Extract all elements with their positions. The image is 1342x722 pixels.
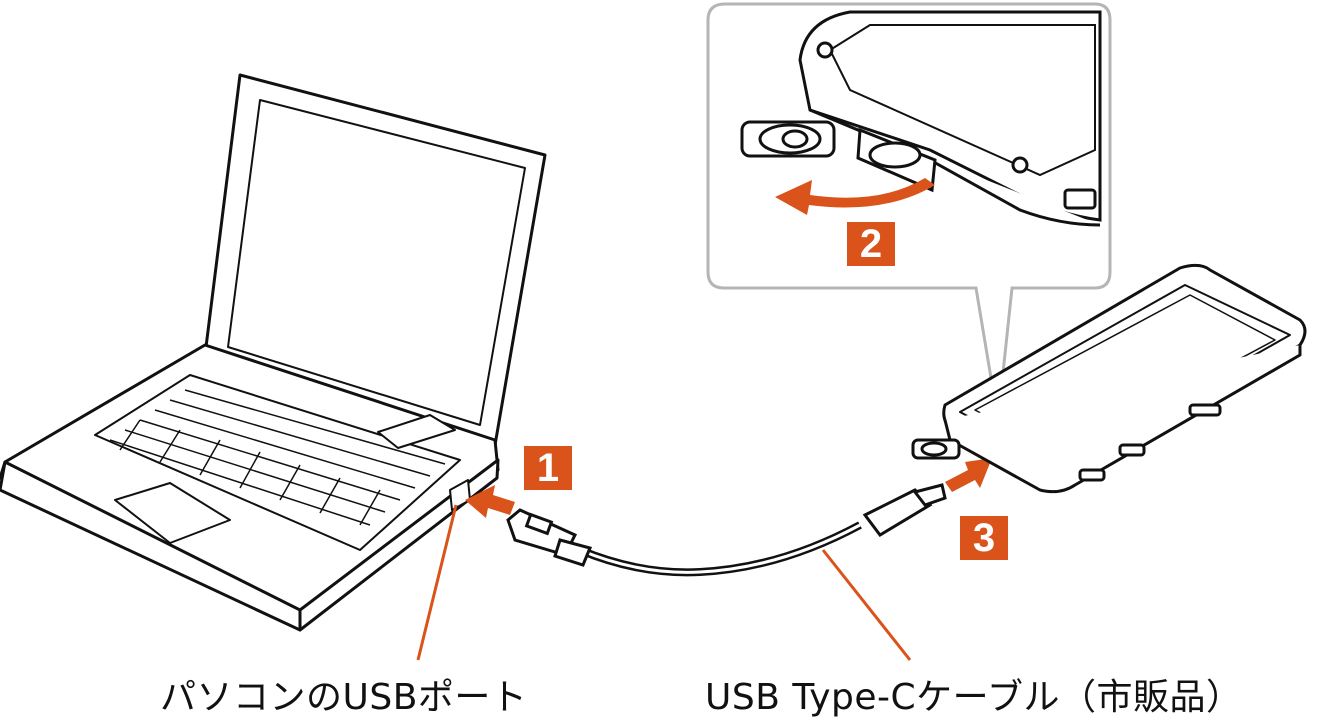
keyboard-keys	[109, 389, 446, 526]
laptop	[0, 73, 547, 632]
phone-closeup	[740, 10, 1102, 227]
pc-usb-port-label: パソコンのUSBポート	[160, 677, 528, 718]
insert-arrow-phone	[945, 458, 992, 492]
usb-cable	[506, 483, 947, 577]
cable-pointer-line	[821, 549, 912, 661]
step-3-badge: 3	[960, 516, 1008, 560]
usb-type-c-cable-label: USB Type-Cケーブル（市販品）	[705, 677, 1243, 718]
step-2-badge: 2	[847, 222, 895, 266]
insert-arrow-pc	[465, 485, 515, 518]
open-cover-arrow	[775, 178, 935, 215]
step-1-badge: 1	[524, 446, 572, 490]
port-pointer-line	[416, 504, 458, 661]
smartphone	[911, 263, 1307, 494]
